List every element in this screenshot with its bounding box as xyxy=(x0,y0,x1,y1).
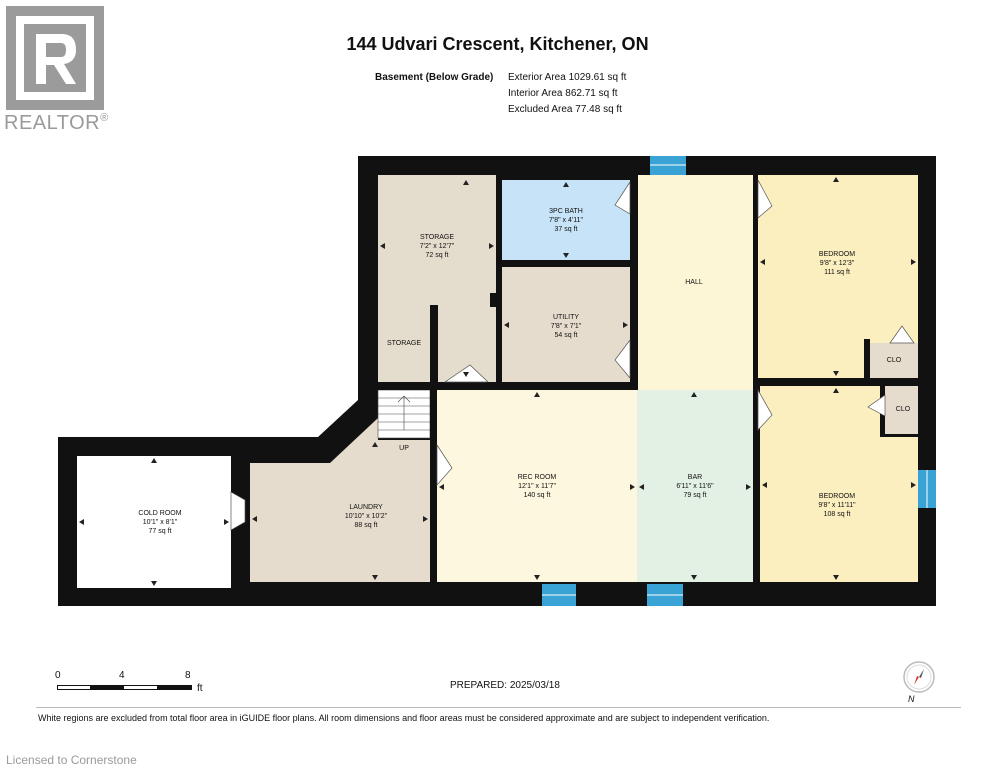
realtor-r-logo xyxy=(6,6,104,110)
label-storage-2: STORAGE xyxy=(386,340,422,347)
label-closet-1: CLO xyxy=(886,357,902,364)
label-bar: BAR 6'11" x 11'6" 79 sq ft xyxy=(676,474,714,499)
interior-walls xyxy=(231,175,918,588)
label-utility: UTILITY 7'8" x 7'1" 54 sq ft xyxy=(550,314,582,339)
label-storage: STORAGE 7'2" x 12'7" 72 sq ft xyxy=(419,234,455,259)
room-bath xyxy=(502,180,630,260)
label-bedroom-1: BEDROOM 9'8" x 12'3" 111 sq ft xyxy=(818,251,856,276)
room-laundry xyxy=(250,418,430,582)
room-closet-1 xyxy=(870,343,918,378)
label-hall: HALL xyxy=(685,279,703,286)
exterior-area: Exterior Area 1029.61 sq ft xyxy=(508,72,627,83)
room-hall xyxy=(638,175,753,390)
scale-bar-graphic xyxy=(57,685,192,690)
window-mullions xyxy=(542,164,928,596)
page-title: 144 Udvari Crescent, Kitchener, ON xyxy=(346,34,649,54)
label-bedroom-2: BEDROOM 9'8" x 11'11" 108 sq ft xyxy=(818,493,856,518)
divider xyxy=(36,707,961,708)
prepared-date: PREPARED: 2025/03/18 xyxy=(450,680,560,691)
room-cold xyxy=(77,456,231,588)
doors xyxy=(230,179,915,531)
room-bedroom-2 xyxy=(760,386,918,582)
room-bar xyxy=(637,390,753,582)
footnote: White regions are excluded from total fl… xyxy=(38,713,770,723)
scale-bar: 0 4 8 ft xyxy=(55,670,203,694)
label-bath: 3PC BATH 7'8" x 4'11" 37 sq ft xyxy=(549,208,583,233)
label-laundry: LAUNDRY 10'10" x 10'2" 88 sq ft xyxy=(344,504,388,529)
room-utility xyxy=(502,267,630,383)
interior-area: Interior Area 862.71 sq ft xyxy=(508,88,618,99)
level-label: Basement (Below Grade) xyxy=(375,72,494,83)
room-closet-2 xyxy=(885,386,918,434)
utility-fixture xyxy=(490,293,496,307)
excluded-area: Excluded Area 77.48 sq ft xyxy=(508,104,622,115)
label-closet-2: CLO xyxy=(895,406,911,413)
label-stairs-up: UP xyxy=(399,445,409,452)
area-values: Exterior Area 1029.61 sq ft Interior Are… xyxy=(508,70,626,118)
room-rec xyxy=(437,390,637,582)
compass-icon: N xyxy=(900,660,938,704)
label-cold-room: COLD ROOM 10'1" x 8'1" 77 sq ft xyxy=(138,510,182,535)
dimension-arrows xyxy=(79,177,916,586)
stair-treads xyxy=(378,395,430,431)
realtor-wordmark: REALTOR® xyxy=(4,112,109,134)
label-rec-room: REC ROOM 12'1" x 11'7" 140 sq ft xyxy=(517,474,557,499)
license-text: Licensed to Cornerstone xyxy=(6,753,137,767)
